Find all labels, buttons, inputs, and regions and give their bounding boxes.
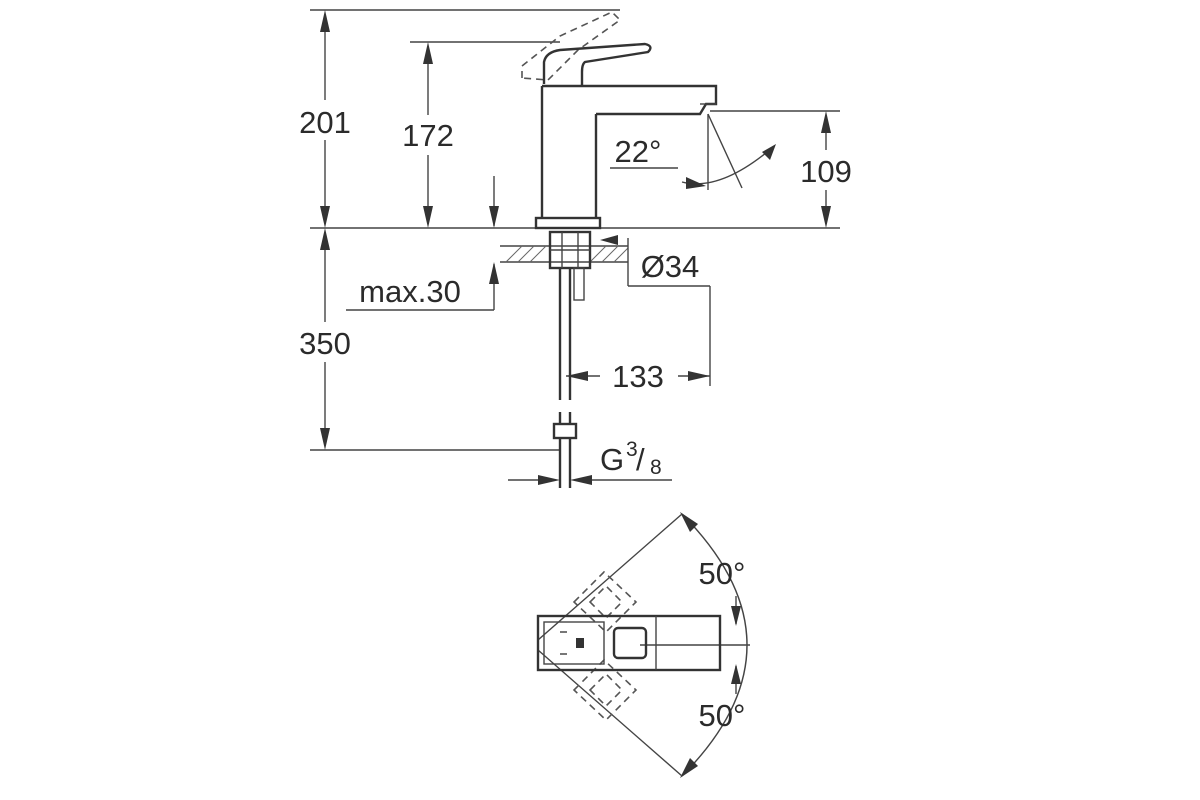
- spout-angle-label: 22°: [615, 134, 662, 169]
- connection-thread-indicator: [508, 475, 672, 485]
- side-elevation-view: 201 172 109: [286, 9, 866, 488]
- plan-angle-lower-label: 50°: [699, 698, 746, 733]
- spout-angle-indicator: [610, 113, 776, 190]
- raised-lever-outline: [521, 11, 622, 81]
- rotated-handle-upper: [572, 570, 638, 634]
- connection-thread-slash: /: [636, 442, 645, 477]
- hole-diameter-label: Ø34: [641, 249, 700, 284]
- body-column: [540, 84, 718, 218]
- fixing-rod: [573, 267, 585, 301]
- hole-diameter-indicator: [600, 235, 710, 287]
- spout: [596, 98, 718, 116]
- plan-view: 50° 50°: [536, 512, 750, 778]
- lever-handle: [542, 42, 652, 86]
- deck-section: [346, 176, 629, 311]
- connection-thread-label: G: [600, 442, 624, 477]
- connection-thread-denominator: 8: [650, 456, 662, 479]
- connection-thread-numerator: 3: [626, 438, 638, 461]
- base-plate: [534, 216, 602, 230]
- flexible-hose: [552, 268, 578, 488]
- dimension-201-label: 201: [299, 105, 351, 140]
- dimension-109-label: 109: [800, 154, 852, 189]
- plan-angle-upper-label: 50°: [699, 556, 746, 591]
- faucet-top-outline: [536, 614, 722, 672]
- dimension-133-label: 133: [612, 359, 664, 394]
- dimension-350-label: 350: [299, 326, 351, 361]
- faucet-body: [521, 11, 718, 230]
- dimension-133: [566, 286, 711, 386]
- hose-fitting: [552, 422, 578, 440]
- max-thickness-label: max.30: [359, 274, 461, 309]
- dimension-172-label: 172: [402, 118, 454, 153]
